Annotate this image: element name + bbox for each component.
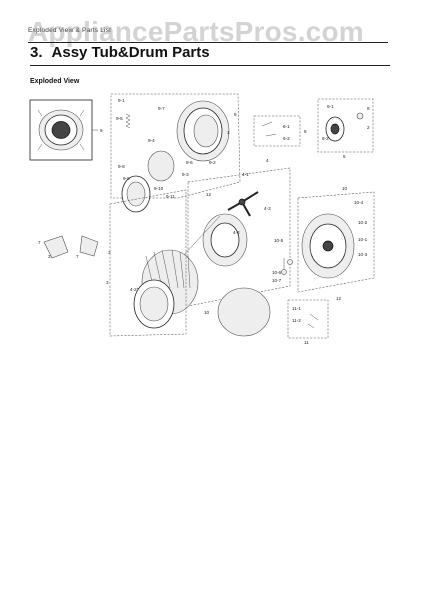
group-outline-drum (187, 167, 291, 307)
callout-9-3: 9-3 (182, 172, 189, 177)
drum-spider (227, 191, 259, 217)
callout-9-6: 9-6 (186, 160, 193, 165)
callout-9-11: 9-11 (166, 194, 175, 199)
group-outline-6 (253, 115, 301, 147)
callout-4: 4 (266, 158, 269, 163)
callout-10-bottom: 10 (204, 310, 210, 315)
callout-9: 9 (234, 112, 237, 117)
group-outline-11 (287, 299, 329, 339)
group-outline-front-tub (110, 93, 241, 199)
title-rule (30, 65, 390, 66)
callout-5: 5 (343, 154, 346, 159)
callout-10-6: 10-6 (272, 270, 282, 275)
window-glass (147, 150, 175, 182)
callout-11: 11 (304, 340, 309, 345)
callout-4-21: 4-21 (130, 287, 140, 292)
callout-9-9: 9-9 (123, 176, 130, 181)
callout-8: 8 (367, 106, 370, 111)
callout-7-left: 7 (38, 240, 41, 245)
watermark: AppliancePartsPros.com (28, 16, 364, 47)
group-outline-rear-tub (297, 191, 375, 293)
rear-tub (301, 213, 355, 279)
section-title-text: Assy Tub&Drum Parts (51, 44, 210, 61)
callout-2: 2 (367, 125, 370, 130)
header-tag: Exploded View & Parts List (28, 27, 112, 34)
callout-9-7: 9-7 (158, 106, 165, 111)
callout-10: 10 (342, 186, 348, 191)
section-title: 3. Assy Tub&Drum Parts (30, 44, 210, 61)
tub-gasket (217, 287, 271, 337)
outline-lower-left (109, 189, 187, 337)
callout-4-1: 4-1 (242, 172, 249, 177)
callout-11-1: 11-1 (292, 306, 301, 311)
callout-10-4: 10-4 (354, 200, 364, 205)
callout-12-bottom: 12 (336, 296, 342, 301)
callout-11-2: 11-2 (292, 318, 301, 323)
spring-part (125, 113, 131, 129)
callout-7-right: 7 (76, 254, 79, 259)
callout-10-3: 10-3 (358, 252, 368, 257)
callout-6-2: 6-2 (283, 136, 290, 141)
callout-1: 1 (227, 130, 230, 135)
subheading: Exploded View (30, 78, 80, 85)
callout-group-outline: 3 (106, 280, 109, 285)
callout-9-8: 9-8 (118, 164, 125, 169)
callout-3-left: 3 (48, 254, 51, 259)
bearing-part (325, 112, 364, 142)
header-rule (28, 42, 388, 43)
callout-8-2: 8-2 (322, 136, 329, 141)
callout-4-2: 4-2 (233, 230, 240, 235)
section-number: 3. (30, 44, 43, 61)
callout-8-1: 8-1 (327, 104, 334, 109)
callout-6-1: 6-1 (283, 124, 290, 129)
door-gasket (121, 175, 151, 213)
callout-4-3: 4-3 (264, 206, 271, 211)
left-damper-bracket (43, 235, 99, 259)
callout-10-1: 10-1 (358, 237, 368, 242)
group-outline-8 (317, 98, 374, 153)
callout-12-top: 12 (206, 192, 212, 197)
callout-9-5: 9-5 (116, 116, 123, 121)
callout-3-right: 3 (108, 250, 111, 255)
exploded-view-diagram: 9 9-1 9-5 9-7 9 1 9-4 9-2 9-6 9-3 9-8 9-… (29, 93, 375, 345)
callout-9-2: 9-2 (209, 160, 216, 165)
callout-9-1: 9-1 (118, 98, 125, 103)
drum-seal-ring (133, 279, 175, 329)
front-tub-ring (176, 100, 230, 162)
callout-10-2: 10-2 (358, 220, 368, 225)
hose-fittings (281, 258, 293, 275)
callout-6: 6 (304, 129, 307, 134)
assembled-tub-thumbnail (29, 99, 98, 161)
callout-top-ref: 9 (100, 128, 103, 133)
callout-10-7: 10-7 (272, 278, 282, 283)
callout-9-10: 9-10 (154, 186, 164, 191)
callout-9-4: 9-4 (148, 138, 155, 143)
callout-10-5: 10-5 (274, 238, 284, 243)
